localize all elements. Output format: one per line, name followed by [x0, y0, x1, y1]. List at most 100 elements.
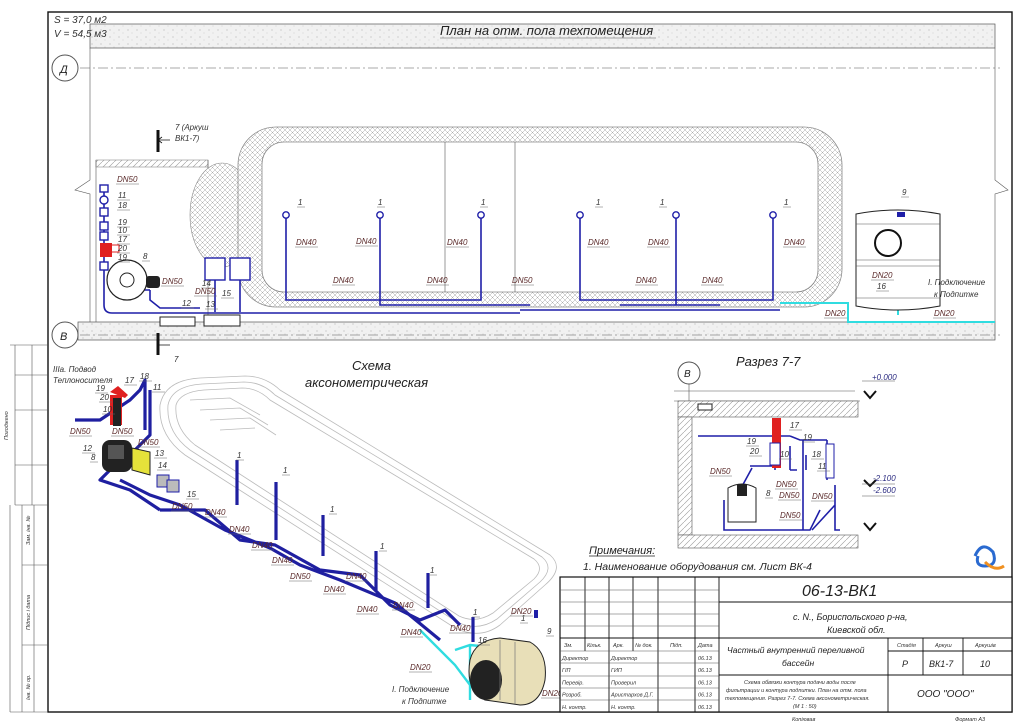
level-0: +0.000	[872, 373, 897, 382]
sheets-value: 10	[980, 659, 990, 669]
item-number-label: 12	[83, 444, 92, 453]
item-number-label: 1	[660, 198, 664, 207]
heat-supply-2: Теплоносителя	[53, 376, 113, 385]
pipe-size-label: DN40	[296, 238, 317, 247]
item-number-label: 13	[206, 300, 215, 309]
replace-inv-label: Зам. інв. №	[26, 516, 32, 545]
signoff-name: Директор	[610, 656, 637, 662]
signoff-role: Розроб.	[562, 693, 582, 699]
item-number-label: 8	[143, 252, 148, 261]
item-number-label: 17	[118, 235, 127, 244]
item-number-label: 13	[155, 449, 164, 458]
pipe-size-label: DN50	[776, 480, 797, 489]
signoff-name: Аристархов Д.Г.	[610, 693, 654, 699]
pipe-size-label: DN20	[410, 663, 431, 672]
item-number-label: 19	[803, 433, 812, 442]
side-stamp: Погоджено Зам. інв. № Підпис і дата Інв.…	[4, 344, 48, 713]
signoff-name: Н. контр.	[611, 705, 636, 711]
pipe-size-label: DN50	[780, 511, 801, 520]
heat-exchanger-valve	[100, 243, 112, 257]
section-mark-top-1: 7 (Аркуш	[175, 123, 209, 132]
item-number-label: 20	[117, 244, 127, 253]
project-title-1: Частный внутренний переливной	[727, 645, 865, 655]
item-number-label: 9	[547, 627, 552, 636]
pipe-size-label: DN40	[450, 624, 471, 633]
signoff-role: Директор	[561, 656, 588, 662]
section-axis-label: В	[684, 369, 691, 380]
col-kilk: Кільк.	[587, 643, 602, 649]
pipe-size-label: DN50	[117, 175, 138, 184]
item-number-label: 12	[182, 299, 191, 308]
pipe-size-label: DN50	[812, 492, 833, 501]
pipe-size-label: DN40	[784, 238, 805, 247]
section-filter	[727, 483, 757, 523]
signoff-date: 06.13	[698, 680, 713, 686]
note-item-1: 1. Наименование оборудования см. Лист ВК…	[583, 561, 812, 573]
drawing-code: 06-13-ВК1	[802, 583, 877, 600]
area-text: S = 37,0 м2	[54, 15, 107, 26]
description-2: фильтрации и контура подпитки. План на о…	[726, 688, 867, 694]
axon-pool	[159, 375, 557, 634]
item-number-label: 14	[158, 461, 167, 470]
sheets-label: Аркушів	[974, 643, 996, 649]
description-4: (М 1 : 50)	[793, 704, 817, 710]
col-doc: № док.	[635, 643, 653, 649]
stage-value: Р	[902, 659, 908, 669]
pipe-size-label: DN50	[172, 502, 193, 511]
signoff-date: 06.13	[698, 705, 713, 711]
agreed-label: Погоджено	[4, 411, 10, 440]
item-number-label: 16	[877, 282, 886, 291]
equipment-12	[159, 316, 196, 327]
item-number-label: 20	[99, 393, 109, 402]
sign-date-label: Підпис і дата	[26, 595, 32, 630]
item-number-label: 19	[96, 384, 105, 393]
axis-d-label: Д	[58, 64, 68, 76]
signoff-date: 06.13	[698, 693, 713, 699]
plan-connection-2: к Подпитке	[934, 290, 979, 299]
item-number-label: 10	[118, 226, 127, 235]
col-zm: Зм.	[564, 643, 573, 649]
signoff-date: 06.13	[698, 668, 713, 674]
pipe-size-label: DN50	[195, 287, 216, 296]
copied-label: Копіював	[792, 717, 815, 723]
pipe-size-label: DN50	[138, 438, 159, 447]
signoff-date: 06.13	[698, 656, 713, 662]
item-number-label: 18	[812, 450, 821, 459]
item-number-label: 10	[103, 405, 112, 414]
axon-box-13	[131, 447, 151, 476]
pipe-size-label: DN50	[779, 491, 800, 500]
title-block: 06-13-ВК1 с. N., Бориспольского р-на, Ки…	[559, 576, 1013, 723]
pipe-size-label: DN40	[324, 585, 345, 594]
item-number-label: 20	[749, 447, 759, 456]
item-number-label: 8	[91, 453, 96, 462]
pipe-size-label: DN40	[648, 238, 669, 247]
item-number-label: 1	[298, 198, 302, 207]
axon-title-2: аксонометрическая	[305, 375, 428, 390]
level-2100: -2.100	[873, 474, 896, 483]
pipe-size-label: DN40	[346, 572, 367, 581]
section-mark-top-2: ВК1-7)	[175, 134, 200, 143]
item-number-label: 1	[430, 566, 434, 575]
pipe-size-label: DN40	[393, 601, 414, 610]
project-title-2: бассейн	[782, 658, 814, 668]
item-number-label: 11	[118, 191, 126, 200]
top-wall	[89, 23, 996, 49]
section-mark-bottom: 7	[174, 355, 179, 364]
item-number-label: 1	[473, 608, 477, 617]
item-number-label: 16	[478, 636, 487, 645]
item-number-label: 8	[766, 489, 771, 498]
sheet-value: ВК1-7	[929, 659, 954, 669]
signoff-role: ГІП	[562, 668, 571, 674]
item-number-label: 1	[521, 614, 525, 623]
signoff-name: Проверил	[611, 680, 636, 686]
axon-connection-1: I. Подключение	[392, 685, 450, 694]
pipe-size-label: DN50	[112, 427, 133, 436]
pipe-size-label: DN40	[427, 276, 448, 285]
pipe-size-label: DN20	[934, 309, 955, 318]
pipe-size-label: DN40	[205, 508, 226, 517]
pipe-size-label: DN20	[872, 271, 893, 280]
pipe-size-label: DN40	[401, 628, 422, 637]
pipe-size-label: DN40	[447, 238, 468, 247]
company-name: ООО "ООО"	[917, 689, 974, 700]
